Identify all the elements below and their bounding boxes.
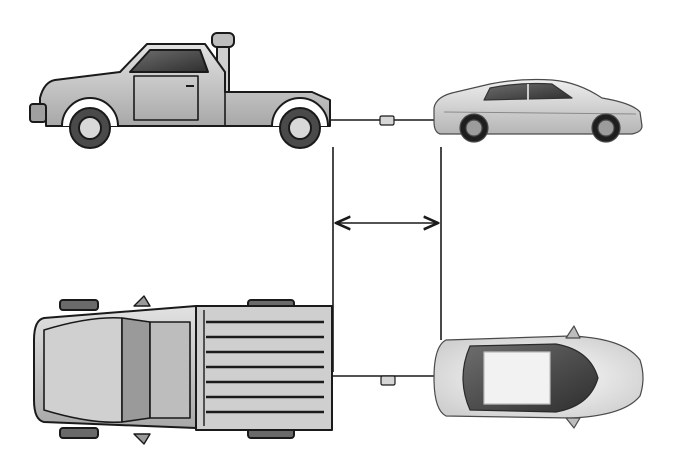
tow-bar-side	[330, 116, 434, 125]
car-top-mirror-right	[566, 418, 580, 428]
tow-bar-top	[332, 376, 434, 385]
car-top-roof	[484, 352, 550, 404]
truck-top-mirror-right	[134, 434, 150, 444]
car-rear-rim	[598, 120, 614, 136]
truck-top-hood	[44, 318, 122, 423]
truck-top-roof	[150, 322, 190, 418]
crane-beacon	[212, 33, 234, 47]
truck-front-bumper	[30, 104, 46, 122]
tow-bar-connector-top	[381, 376, 395, 385]
truck-rear-rim	[289, 117, 311, 139]
car-front-rim	[466, 120, 482, 136]
truck-top-wheel-fl	[60, 300, 98, 310]
distance-dimension	[333, 147, 441, 372]
tow-truck-side	[30, 33, 330, 148]
towed-car-top	[434, 326, 643, 428]
tow-truck-top	[34, 296, 332, 444]
truck-top-mirror-left	[134, 296, 150, 306]
truck-top-wheel-fr	[60, 428, 98, 438]
tow-bar-connector-side	[380, 116, 394, 125]
car-top-mirror-left	[566, 326, 580, 338]
truck-front-rim	[79, 117, 101, 139]
truck-top-windshield	[122, 318, 150, 422]
towed-car-side	[434, 80, 642, 143]
